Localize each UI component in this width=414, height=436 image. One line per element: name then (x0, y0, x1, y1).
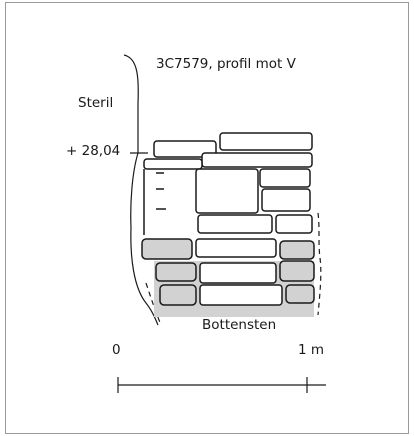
label-steril: Steril (78, 95, 114, 111)
profile-boundary-dashed (145, 282, 162, 326)
stone (153, 140, 217, 158)
stone (275, 214, 313, 234)
stone (261, 188, 311, 212)
stone (143, 158, 203, 170)
stone (199, 284, 283, 306)
stone (259, 168, 311, 188)
label-bottensten: Bottensten (202, 317, 277, 333)
elevation-label: + 28,04 (66, 143, 121, 159)
figure-title: 3C7579, profil mot V (156, 56, 296, 72)
stone-shaded (285, 284, 315, 304)
stone (197, 214, 273, 234)
stone (195, 168, 259, 214)
right-edge-dashed (317, 212, 322, 316)
stone-shaded (159, 284, 197, 306)
stone-outline (143, 169, 166, 235)
stone (201, 152, 313, 168)
profile-boundary-line (123, 54, 159, 326)
stone (195, 238, 277, 258)
scale-label-start: 0 (112, 342, 121, 358)
stone-shaded (279, 260, 315, 282)
stone (219, 132, 313, 151)
wall-profile-drawing (117, 54, 326, 393)
scale-label-end: 1 m (298, 342, 325, 358)
stone-shaded (141, 238, 193, 260)
figure-frame: 3C7579, profil mot V Steril + 28,04 Bott… (5, 2, 409, 434)
stone-shaded (155, 262, 197, 282)
stone-shaded (279, 240, 315, 260)
stone (199, 262, 277, 284)
